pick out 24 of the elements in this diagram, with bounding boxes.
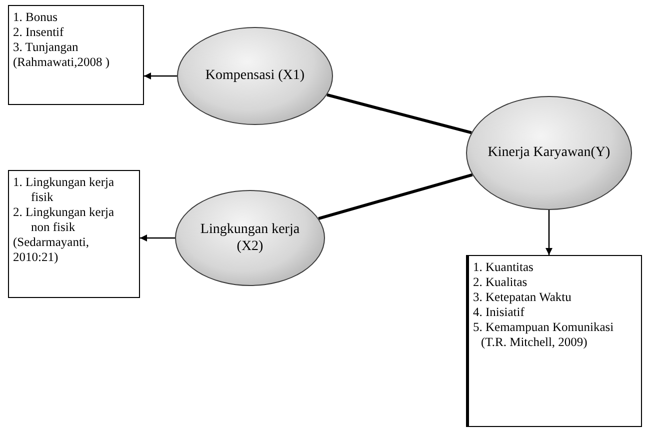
node-label: Kompensasi (X1) <box>205 67 305 85</box>
list-item: 2. Insentif <box>13 25 65 40</box>
list-item: 1. Bonus <box>13 10 58 25</box>
arrow <box>546 210 552 255</box>
text-box <box>8 5 144 105</box>
citation-text: (T.R. Mitchell, 2009) <box>480 335 588 350</box>
text-box <box>466 255 642 427</box>
arrow <box>144 72 177 80</box>
citation-text: (Sedarmayanti, 2010:21) <box>13 235 90 265</box>
list-item: 2. Lingkungan kerja non fisik <box>13 205 116 235</box>
list-item: 3. Ketepatan Waktu <box>473 290 572 305</box>
list-item: 5. Kemampuan Komunikasi <box>473 320 615 335</box>
list-item: 2. Kualitas <box>473 275 528 290</box>
list-item: 3. Tunjangan <box>13 40 80 55</box>
list-item: 1. Kuantitas <box>473 260 534 275</box>
text-box <box>8 170 140 298</box>
connector-line <box>318 173 473 220</box>
list-item: 4. Inisiatif <box>473 305 526 320</box>
node-label: Kinerja Karyawan(Y) <box>488 144 610 162</box>
arrow <box>140 234 175 242</box>
list-item: 1. Lingkungan kerja fisik <box>13 175 116 205</box>
citation-text: (Rahmawati,2008 ) <box>13 55 111 70</box>
node-label: Lingkungan kerja (X2) <box>199 220 301 256</box>
connector-line <box>326 93 472 134</box>
